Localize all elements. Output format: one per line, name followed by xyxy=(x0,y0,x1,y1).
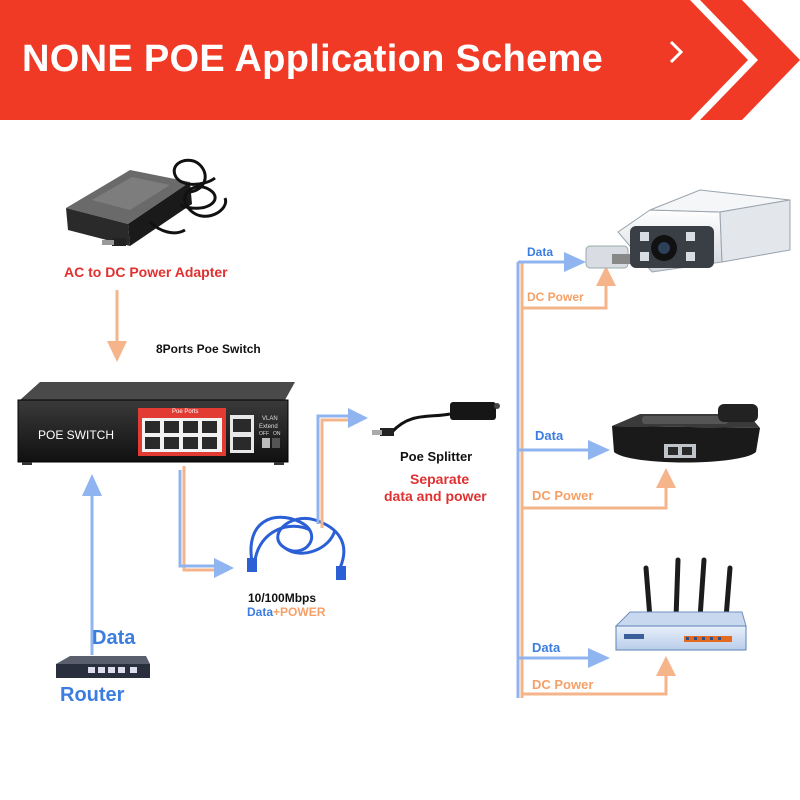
output-2-power-label: DC Power xyxy=(532,488,594,503)
page-title: NONE POE Application Scheme xyxy=(22,38,604,80)
splitter-desc-line1: Separate xyxy=(410,471,470,487)
ethernet-cable-image xyxy=(247,515,346,580)
output-2-data-label: Data xyxy=(535,428,564,443)
switch-caption: 8Ports Poe Switch xyxy=(156,342,261,356)
poe-splitter-image xyxy=(372,402,500,436)
router-label: Router xyxy=(60,684,125,706)
cable-to-splitter-arrow xyxy=(316,408,368,528)
output-3-power-label: DC Power xyxy=(532,677,594,692)
switch-ports-label: Poe Ports xyxy=(172,409,199,415)
power-adapter-image xyxy=(66,158,228,246)
splitter-desc-line2: data and power xyxy=(384,488,487,504)
switch-face-label: POE SWITCH xyxy=(38,428,115,442)
adapter-power-arrow xyxy=(107,290,127,362)
output-3-arrows xyxy=(518,648,676,696)
cable-power-text: +POWER xyxy=(273,605,326,619)
switch-vlan-label: VLAN xyxy=(262,416,278,422)
poe-switch-image xyxy=(17,382,295,465)
output-1-power-label: DC Power xyxy=(527,290,584,304)
header-banner xyxy=(0,0,800,120)
ip-camera-image xyxy=(585,189,791,273)
output-1-data-label: Data xyxy=(527,245,554,259)
output-2-arrows xyxy=(518,440,676,510)
output-3-data-label: Data xyxy=(532,640,561,655)
switch-to-cable-arrow xyxy=(178,466,234,578)
output-1-arrows xyxy=(518,252,616,310)
cable-data-text: Data xyxy=(247,605,274,619)
wireless-ap-image xyxy=(614,557,747,651)
router-data-arrow xyxy=(82,474,102,655)
ip-phone-image xyxy=(612,404,760,463)
cable-data-power-label: Data+POWER xyxy=(247,605,325,619)
cable-speed-label: 10/100Mbps xyxy=(248,591,317,605)
adapter-label: AC to DC Power Adapter xyxy=(64,264,228,280)
splitter-label: Poe Splitter xyxy=(400,449,473,464)
distribution-bus xyxy=(516,262,524,698)
router-image xyxy=(56,656,150,678)
switch-on-label: ON xyxy=(273,431,281,437)
switch-extend-label: Extend xyxy=(259,424,278,430)
switch-off-label: OFF xyxy=(259,431,269,437)
router-data-label: Data xyxy=(92,627,136,649)
